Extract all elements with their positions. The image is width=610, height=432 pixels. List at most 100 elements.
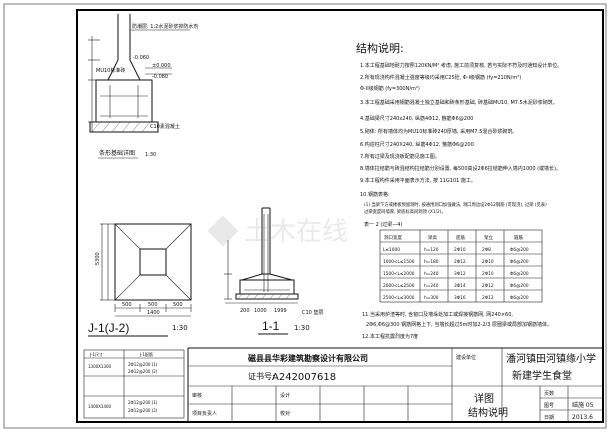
- cert-number: A242007618: [272, 372, 336, 383]
- lintel-cell: 1500<L≤2000: [383, 271, 415, 277]
- lintel-header: 箍筋: [514, 234, 523, 241]
- watermark: 土木在线: [207, 215, 348, 247]
- j1-dim-h-2: 500: [173, 302, 183, 308]
- level-low: -0.080: [152, 74, 168, 80]
- note-item: 过梁宽度同墙厚, 梁底标高同洞顶 (X1/2)。: [364, 208, 446, 215]
- project-name-2: 新建学生食堂: [512, 369, 572, 382]
- cert-label: 证书号:: [248, 371, 275, 381]
- c10-note: C10素混凝土: [150, 123, 180, 130]
- lintel-cell: 2Φ10: [482, 259, 494, 265]
- inner-frame: [76, 9, 604, 423]
- j1-dim-bottom: 1400: [147, 310, 160, 316]
- lintel-header: 底筋: [456, 234, 465, 241]
- j1-dim-h-0: 500: [122, 302, 132, 308]
- note-item: Φ-II级钢筋 (fy=300N/m²): [360, 85, 420, 92]
- s11-dim-2: 1999: [274, 308, 287, 314]
- note-item: 8.墙体拉结筋与砖混结构拉结筋分别设置, 每500高设2Φ6拉结筋伸入墙内100…: [360, 165, 561, 172]
- lintel-header: 洞口宽度: [384, 234, 402, 241]
- note-item: (1) 当梁下方或楼板预留洞时, 按通用洞口加强做法, 洞口周边设2Φ12钢筋 …: [364, 201, 547, 208]
- lintel-cell: 2000<L≤2500: [383, 283, 415, 289]
- note-item: 1.本工程基础地耐力按照120KN/M² 考虑, 施工前须复核, 若与实际不符及…: [360, 62, 562, 69]
- tb-label: 设计: [280, 392, 290, 399]
- lintel-cell: 2Φ8: [482, 247, 491, 253]
- project-name-1: 潘河镇田河镇缘小学: [506, 352, 596, 365]
- note-item: 11.当采用炉渣等时, 含窗口及墙垛处加工或焊接钢筋网, 网240×60,: [362, 311, 513, 318]
- lintel-cell: Φ6@200: [510, 295, 529, 301]
- lintel-cell: Φ6@200: [510, 247, 529, 253]
- note-item: 12.本工程抗震烈度为7度: [362, 333, 418, 340]
- table-cell: 1300X1300: [88, 364, 112, 369]
- tb-label: 校对: [280, 410, 290, 417]
- tb-label: 项目负责人: [192, 410, 217, 417]
- lintel-cell: 1000<L≤1500: [383, 259, 415, 265]
- note-item: 2.所有现浇构件混凝土强度等级均采用C25砼, Φ-I级钢筋 (fy=210N/…: [360, 74, 521, 81]
- mortar-note: 防潮层: 1:2水泥砂浆掺防水剂: [132, 23, 198, 30]
- drawing-number: 结施 05: [572, 401, 594, 409]
- structural-notes: 结构说明: 1.本工程基础地耐力按照120KN/M² 考虑, 施工前须复核, 若…: [356, 41, 562, 228]
- footing-plan-j1: 5300 500 500 500 1400 J-1(J-2) 1:30: [88, 223, 192, 337]
- j1-dim-v-0: 5300: [95, 252, 101, 265]
- j1-size-table: J-1尺寸 J-1配筋 1300X1300 2Φ12@200 (1) 2Φ12@…: [83, 349, 185, 419]
- lintel-cell: Φ6@200: [510, 259, 529, 265]
- note-item: 7.所有过梁及现浇板配筋见施工图。: [360, 153, 440, 160]
- lintel-cell: h=240: [424, 283, 439, 289]
- lintel-cell: 2Φ12: [482, 295, 494, 301]
- lintel-cell: 3Φ14: [454, 283, 466, 289]
- note-item: 5.砌体: 所有墙体均为MU10标准砖240厚墙, 采用M7.5混合砂浆砌筑。: [360, 128, 517, 135]
- tb-project-label: 建设单位: [456, 354, 476, 361]
- notes-heading: 结构说明:: [356, 41, 404, 55]
- note-item: 4.基础梁尺寸240x240, 纵筋4Φ12, 箍筋Φ6@200: [360, 115, 473, 122]
- j1-scale: 1:30: [172, 324, 188, 332]
- table-cell: 2Φ12@200 (1): [128, 400, 158, 405]
- tb-label: 审核: [192, 392, 202, 399]
- company-name: 磁县县华彩建筑勘察设计有限公司: [248, 353, 368, 363]
- lintel-cell: 2Φ10: [454, 247, 466, 253]
- detail-scale: 1:30: [145, 152, 156, 158]
- detail-caption: 条形基础详图: [99, 149, 135, 157]
- watermark-text: 土木在线: [244, 216, 348, 246]
- lintel-cell: h=180: [424, 259, 439, 265]
- s11-dim-0: 200: [240, 308, 250, 314]
- level-ground: ±0.000: [152, 63, 171, 69]
- lintel-cell: 3Φ16: [454, 295, 466, 301]
- s11-scale: 1:30: [294, 324, 310, 332]
- table-cell: 1400X1400: [88, 404, 112, 409]
- lintel-cell: L≤1000: [383, 247, 400, 253]
- note-item: 2Φ6,Φ6@300 钢筋网格上下, 当墙长超过5m时加2-2/3 层圈梁或局部…: [366, 321, 552, 328]
- field-date: 日期: [544, 415, 554, 421]
- note-item: 3.本工程基础采用钢筋混凝土独立基础和砖条形基础, 砖基础MU10, M7.5水…: [360, 99, 558, 106]
- s11-c10: C10 垫层: [302, 309, 323, 316]
- drawing-name-1: 详图: [474, 392, 494, 405]
- lintel-cell: 2Φ12: [482, 283, 494, 289]
- drawing-name-2: 结构说明: [468, 406, 508, 419]
- lintel-header: 梁高: [428, 234, 437, 241]
- section-1-1: 200 1000 1999 C10 垫层 1-1 1:30: [224, 207, 323, 335]
- outer-frame: [3, 3, 607, 429]
- lintel-cell: Φ6@200: [510, 283, 529, 289]
- table-header-1: J-1配筋: [139, 351, 153, 357]
- table-cell: 2Φ12@200 (2): [128, 369, 158, 374]
- j1-title: J-1(J-2): [88, 321, 129, 335]
- lintel-cell: 2Φ12: [454, 259, 466, 265]
- drawing-date: 2013.6: [572, 414, 593, 421]
- table-cell: 2Φ12@200 (2): [128, 408, 158, 413]
- lintel-cell: Φ6@200: [510, 271, 529, 277]
- j1-dim-h-1: 500: [148, 302, 158, 308]
- title-block: 磁县县华彩建筑勘察设计有限公司 证书号: A242007618 审核 设计 项目…: [187, 347, 603, 422]
- lintel-header: 架立: [484, 234, 493, 241]
- lintel-table: 洞口宽度 梁高 底筋 架立 箍筋 L≤1000 h=120 2Φ10 2Φ8 Φ…: [379, 229, 543, 303]
- note-item: 9.本工程构件采用平面表示方法, 按 11G101 施工。: [360, 177, 476, 184]
- table-header-0: J-1尺寸: [89, 351, 103, 357]
- lintel-table-title: 表一 2 (过梁—4): [364, 221, 402, 228]
- field-no: 图号: [544, 403, 554, 409]
- s11-title: 1-1: [262, 319, 280, 333]
- lintel-cell: 2Φ10: [482, 271, 494, 277]
- lintel-cell: h=240: [424, 271, 439, 277]
- note-item: 10.钢筋表格:: [360, 191, 390, 198]
- lintel-cell: h=120: [424, 247, 439, 253]
- level-top: -0.060: [133, 55, 149, 61]
- table-cell: 2Φ12@200 (1): [128, 362, 158, 367]
- brick-note: MU10标准砖: [96, 67, 125, 74]
- s11-dim-1: 1000: [254, 308, 267, 314]
